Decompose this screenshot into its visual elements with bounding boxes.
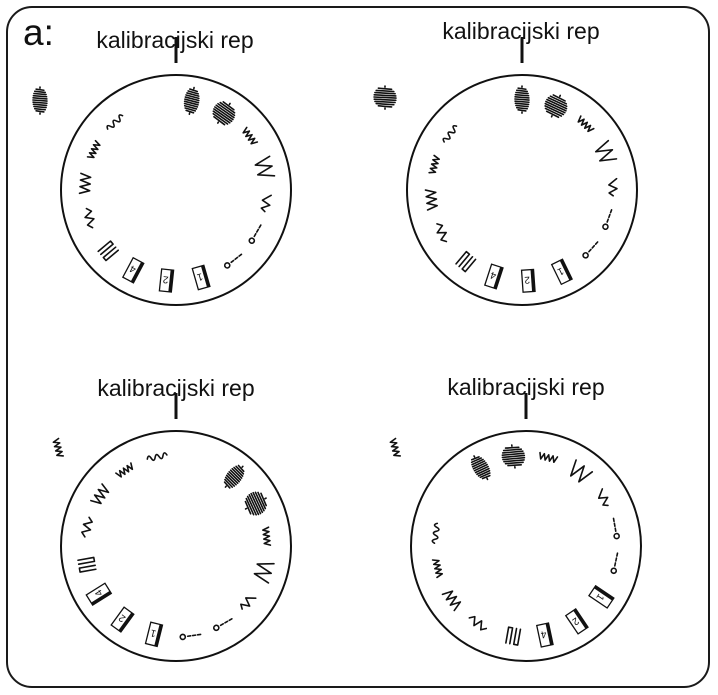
buttonhole-marker-bl-1-label: 1 (149, 626, 157, 638)
dial-ring-bl (60, 430, 292, 662)
stitch-icon-tl-11 (84, 207, 95, 229)
buttonhole-marker-tl-2-label: 2 (162, 273, 169, 285)
stitch-icon-br-0 (470, 455, 491, 481)
buttonhole-marker-br-3: 4 (535, 622, 554, 648)
stitch-icon-bl-0 (223, 464, 245, 489)
stitch-icon-tr-0 (514, 85, 530, 114)
stitch-sample-top-right (373, 85, 397, 110)
buttonhole-marker-bl-2-label: 2 (117, 611, 128, 623)
stitch-icon-tl-4 (260, 194, 272, 213)
stitch-icon-tl-3 (254, 155, 276, 177)
stitch-icon-bl-10 (77, 556, 97, 573)
stitch-icon-tl-0 (183, 86, 200, 116)
buttonhole-marker-tr-3: 4 (483, 263, 504, 290)
stitch-icon-br-14 (431, 522, 440, 545)
stitch-icon-br-5 (612, 517, 620, 540)
stitch-icon-bl-12 (90, 483, 110, 505)
stitch-icon-br-6 (610, 552, 619, 575)
dial-ring-br (410, 430, 642, 662)
stitch-dial-top-left: 1 2 4 (60, 37, 292, 306)
buttonhole-marker-bl-3: 4 (85, 582, 113, 607)
buttonhole-marker-tl-1: 1 (191, 264, 211, 291)
stitch-icon-tr-3 (594, 139, 618, 162)
stitch-dial-top-right: 1 2 4 (406, 37, 638, 306)
stitch-icon-br-4 (597, 488, 609, 507)
stitch-icon-tr-1 (544, 94, 568, 119)
stitch-icon-tr-12 (424, 189, 438, 211)
stitch-icon-br-11 (468, 615, 488, 631)
buttonhole-marker-br-1: 1 (588, 584, 615, 609)
dial-ring-tr (406, 74, 638, 306)
stitch-icon-tr-10 (455, 250, 477, 273)
stitch-icon-tl-5 (248, 224, 262, 244)
stitch-icon-bl-4 (240, 597, 257, 610)
buttonhole-marker-br-2-label: 2 (569, 615, 580, 627)
buttonhole-marker-tr-1-label: 1 (555, 265, 565, 278)
stitch-icon-bl-5 (213, 617, 233, 632)
buttonhole-marker-br-3-label: 4 (539, 628, 547, 640)
stitch-icon-tr-13 (428, 154, 441, 174)
stitch-icon-br-2 (539, 451, 559, 464)
stitch-icon-bl-1 (244, 491, 267, 516)
buttonhole-marker-tr-3-label: 4 (489, 269, 498, 281)
dial-ring-tl (60, 74, 292, 306)
stitch-icon-bl-11 (81, 516, 93, 538)
stitch-icon-br-3 (569, 459, 594, 483)
stitch-sample-top-left (32, 86, 48, 115)
stitch-icon-bl-3 (253, 562, 275, 584)
stitch-icon-br-12 (441, 590, 462, 612)
stitch-icon-tl-10 (97, 240, 120, 262)
stitch-icon-bl-2 (262, 526, 272, 546)
stitch-icon-tr-5 (602, 209, 613, 231)
buttonhole-marker-br-2: 2 (564, 608, 589, 635)
buttonhole-marker-br-1-label: 1 (593, 592, 605, 603)
panel-letter: a: (23, 12, 54, 53)
buttonhole-marker-tl-3-label: 4 (128, 262, 138, 275)
stitch-sample-bottom-right (389, 437, 402, 457)
stitch-icon-bl-6 (179, 633, 202, 641)
panel-frame (6, 6, 710, 688)
stitch-icon-tl-6 (223, 253, 243, 269)
stitch-icon-tr-4 (608, 177, 618, 197)
stitch-icon-bl-14 (146, 452, 168, 462)
stitch-icon-tr-2 (577, 115, 595, 133)
stitch-icon-br-13 (431, 559, 444, 579)
stitch-icon-bl-13 (115, 462, 134, 478)
buttonhole-marker-tr-2: 2 (520, 268, 536, 293)
stitch-sample-bottom-left (52, 437, 65, 457)
buttonhole-marker-tl-3: 4 (121, 256, 145, 284)
stitch-icon-br-10 (505, 626, 522, 646)
buttonhole-marker-tr-1: 1 (550, 258, 573, 286)
stitch-icon-tl-12 (78, 172, 92, 195)
stitch-icon-tl-2 (242, 126, 259, 145)
stitch-icon-tr-14 (442, 124, 458, 143)
stitch-icon-br-1 (501, 444, 526, 469)
stitch-icon-tr-11 (436, 223, 448, 243)
buttonhole-marker-bl-2: 2 (110, 606, 135, 633)
stitch-dial-bottom-right: 1 2 4 (410, 393, 642, 662)
buttonhole-marker-tr-2-label: 2 (524, 274, 531, 285)
stitch-dial-bottom-left: 1 2 4 (60, 393, 292, 662)
buttonhole-marker-tl-1-label: 1 (195, 270, 204, 282)
buttonhole-marker-bl-1: 1 (144, 621, 164, 648)
stitch-icon-tr-6 (582, 241, 599, 259)
buttonhole-marker-tl-2: 2 (158, 268, 175, 293)
stitch-icon-tl-1 (212, 101, 236, 126)
stitch-icon-tl-13 (86, 139, 101, 159)
stitch-icon-tl-14 (106, 114, 124, 130)
buttonhole-marker-bl-3-label: 4 (93, 587, 106, 598)
